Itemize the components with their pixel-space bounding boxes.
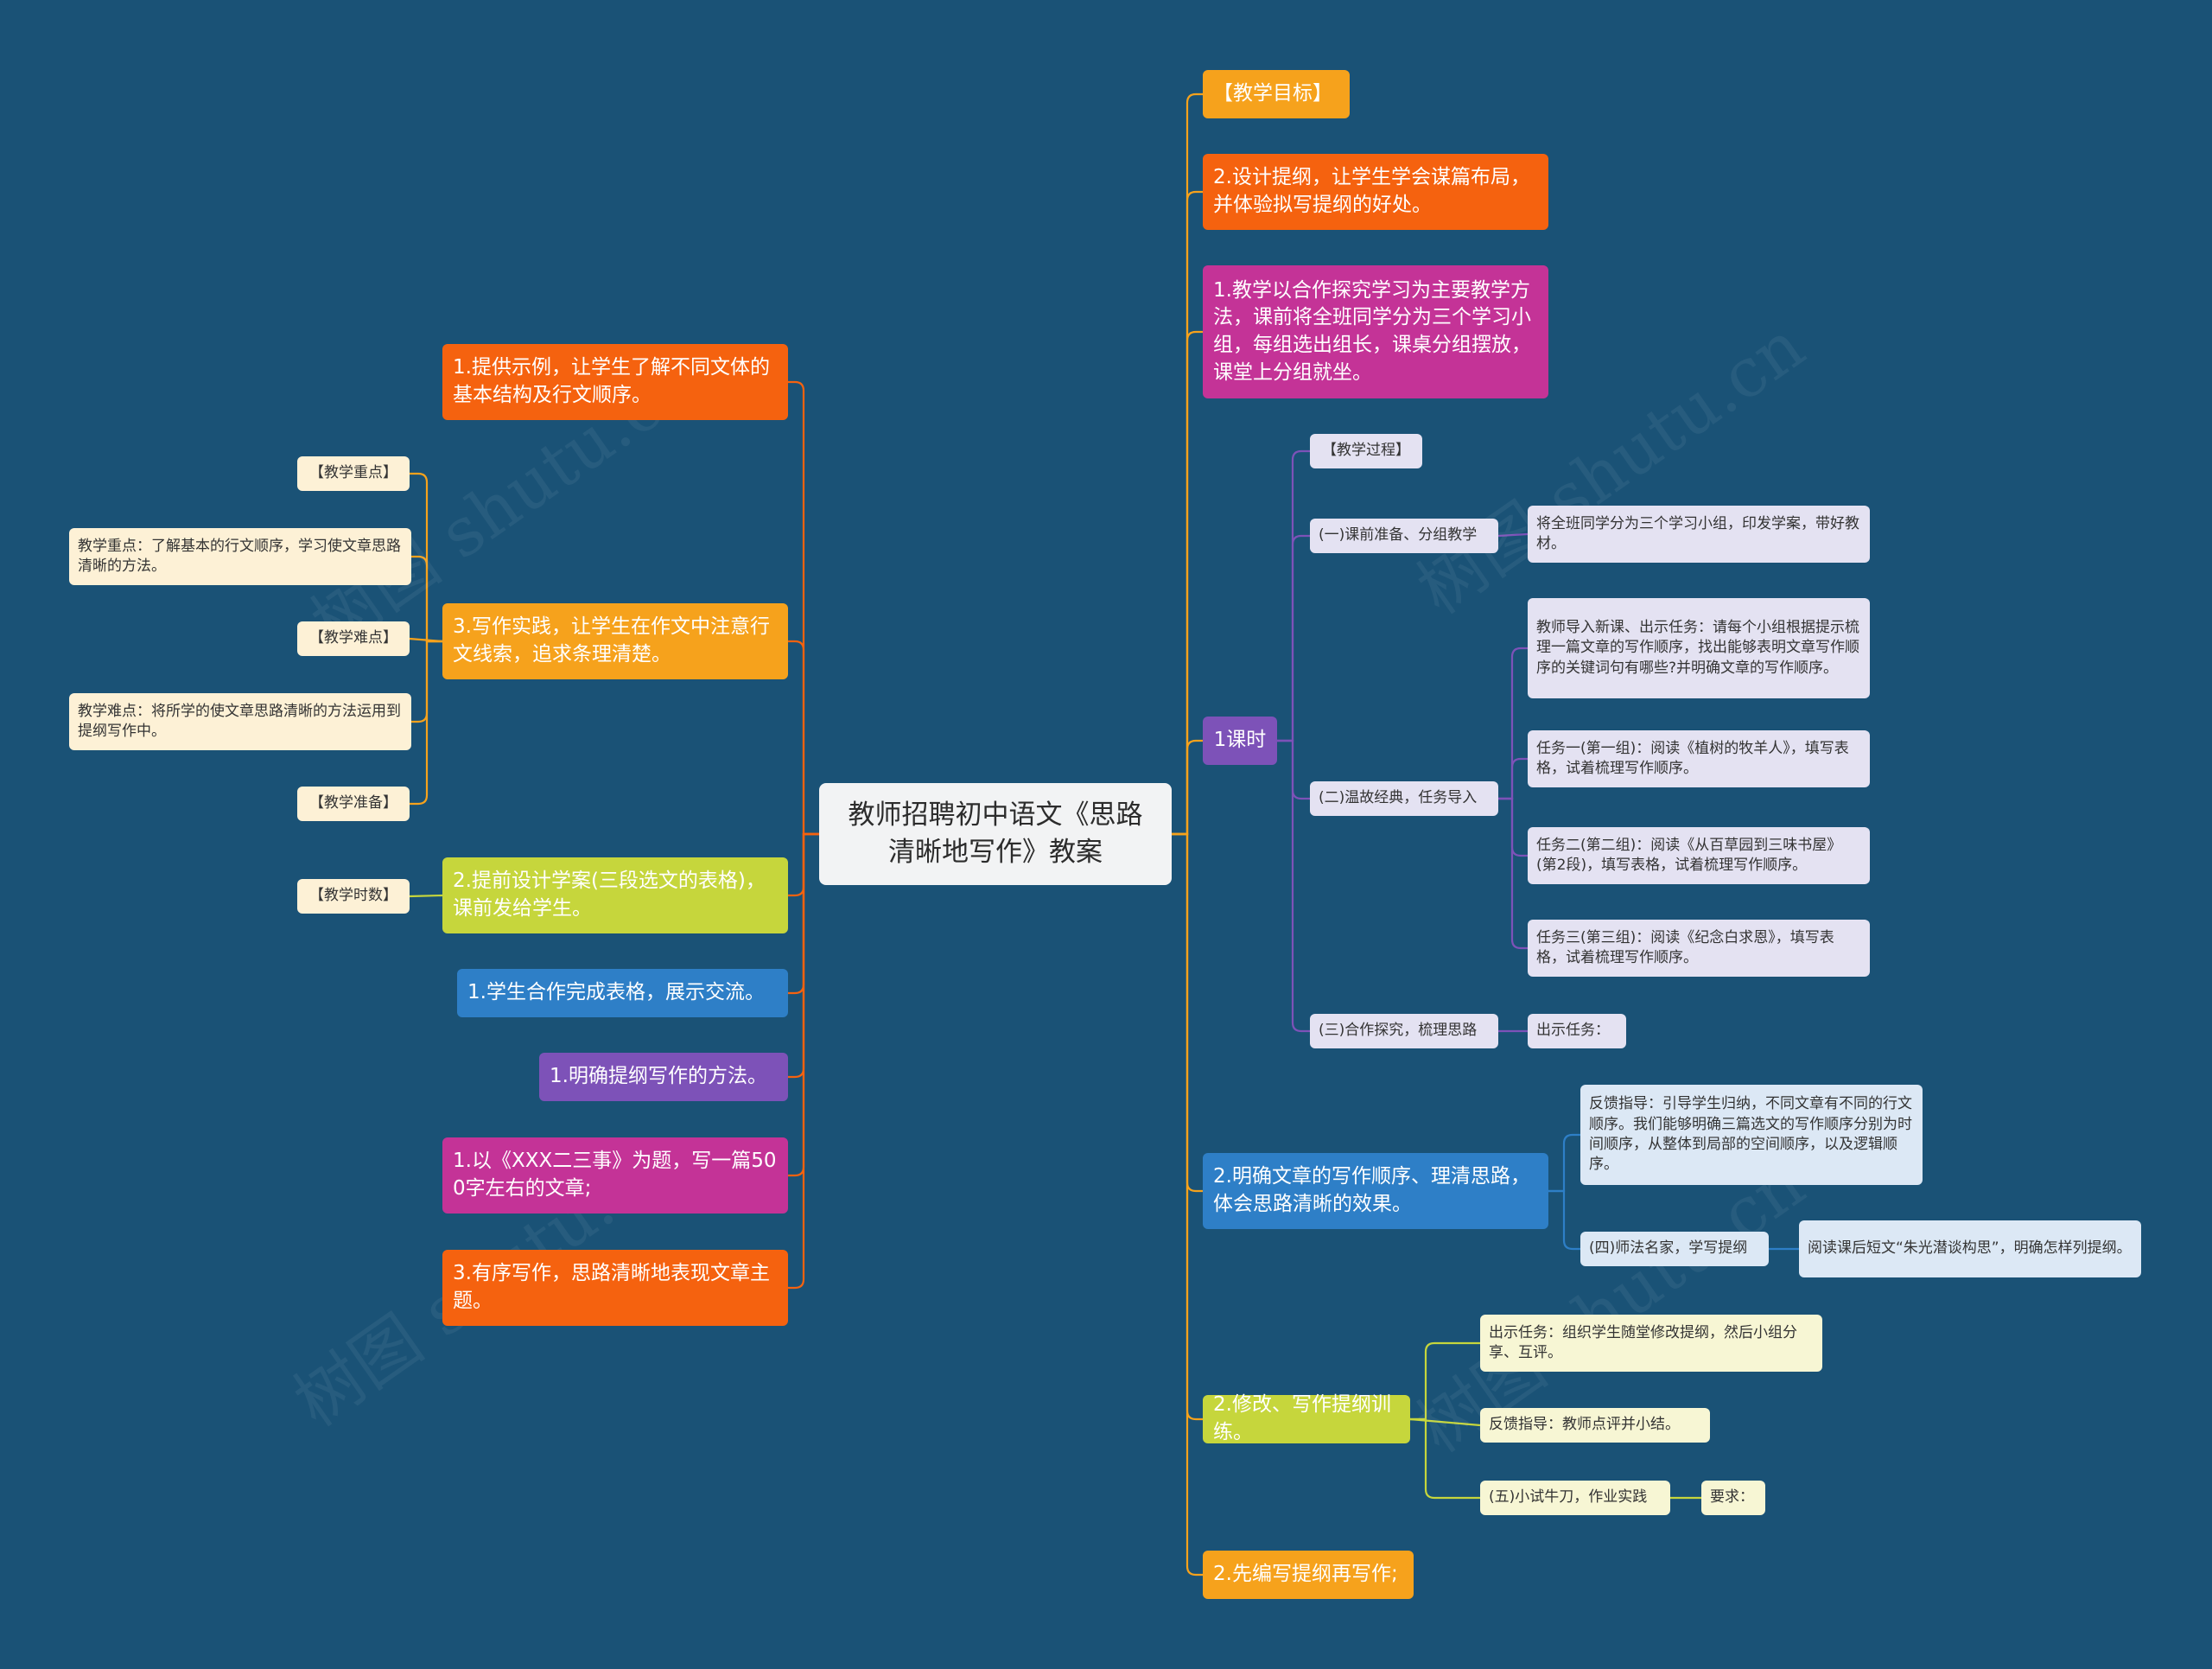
label-teaching-preparation[interactable]: 【教学准备】	[297, 787, 410, 821]
connector-line	[1277, 534, 1310, 742]
right-branch-cooperative-method[interactable]: 1.教学以合作探究学习为主要教学方法，课前将全班同学分为三个学习小组，每组选出组…	[1203, 265, 1548, 398]
connector-line	[1172, 832, 1203, 1577]
left-branch-worksheet[interactable]: 2.提前设计学案(三段选文的表格)，课前发给学生。	[442, 857, 788, 933]
requirements-label[interactable]: 要求：	[1701, 1481, 1765, 1515]
connector-line	[788, 380, 819, 836]
task-revise-outline[interactable]: 出示任务：组织学生随堂修改提纲，然后小组分享、互评。	[1480, 1315, 1822, 1372]
connector-line	[411, 555, 442, 643]
connector-line	[1548, 1189, 1580, 1251]
root-topic[interactable]: 教师招聘初中语文《思路清晰地写作》教案	[819, 783, 1172, 885]
step-one-detail[interactable]: 将全班同学分为三个学习小组，印发学案，带好教材。	[1528, 506, 1870, 563]
step-two-task-intro[interactable]: (二)温故经典，任务导入	[1310, 781, 1498, 816]
left-branch-ordered-writing[interactable]: 3.有序写作，思路清晰地表现文章主题。	[442, 1250, 788, 1326]
connector-line	[1172, 190, 1203, 836]
step-four-learn-outline[interactable]: (四)师法名家，学写提纲	[1580, 1232, 1769, 1266]
connector-line	[1498, 757, 1528, 800]
label-teaching-process[interactable]: 【教学过程】	[1310, 434, 1422, 468]
connector-line	[1277, 739, 1310, 1033]
label-teaching-difficulty[interactable]: 【教学难点】	[297, 621, 410, 656]
connector-line	[788, 832, 819, 1290]
teaching-difficulty-text[interactable]: 教学难点：将所学的使文章思路清晰的方法运用到提纲写作中。	[69, 693, 411, 750]
connector-line	[410, 640, 442, 806]
right-branch-one-lesson[interactable]: 1课时	[1203, 717, 1277, 765]
right-branch-writing-order[interactable]: 2.明确文章的写作顺序、理清思路，体会思路清晰的效果。	[1203, 1153, 1548, 1229]
left-branch-examples[interactable]: 1.提供示例，让学生了解不同文体的基本结构及行文顺序。	[442, 344, 788, 420]
connector-line	[1409, 1417, 1481, 1427]
feedback-writing-order[interactable]: 反馈指导：引导学生归纳，不同文章有不同的行文顺序。我们能够明确三篇选文的写作顺序…	[1580, 1085, 1923, 1185]
task-one-group-one[interactable]: 任务一(第一组)：阅读《植树的牧羊人》，填写表格，试着梳理写作顺序。	[1528, 730, 1870, 787]
right-branch-outline-first[interactable]: 2.先编写提纲再写作;	[1203, 1551, 1414, 1599]
label-teaching-hours[interactable]: 【教学时数】	[297, 879, 410, 914]
connector-line	[1172, 92, 1203, 836]
connector-line	[410, 472, 442, 643]
right-branch-revise-outline[interactable]: 2.修改、写作提纲训练。	[1203, 1393, 1410, 1443]
connector-line	[1498, 797, 1528, 950]
label-teaching-focus[interactable]: 【教学重点】	[297, 456, 410, 491]
teaching-focus-text[interactable]: 教学重点：了解基本的行文顺序，学习使文章思路清晰的方法。	[69, 528, 411, 585]
left-branch-essay-topic[interactable]: 1.以《XXX二三事》为题，写一篇500字左右的文章;	[442, 1137, 788, 1214]
connector-line	[1172, 330, 1203, 836]
connector-line	[788, 640, 819, 836]
right-branch-teaching-goals[interactable]: 【教学目标】	[1203, 70, 1350, 118]
step-three-show-task[interactable]: 出示任务：	[1528, 1014, 1626, 1048]
connector-line	[1277, 449, 1310, 742]
connector-line	[409, 894, 443, 898]
connector-line	[1172, 739, 1203, 836]
connector-line	[1410, 1341, 1480, 1421]
step-three-cooperative-inquiry[interactable]: (三)合作探究，梳理思路	[1310, 1014, 1498, 1048]
left-branch-outline-method[interactable]: 1.明确提纲写作的方法。	[539, 1053, 788, 1101]
feedback-teacher-summary[interactable]: 反馈指导：教师点评并小结。	[1480, 1408, 1710, 1443]
left-branch-cooperate-table[interactable]: 1.学生合作完成表格，展示交流。	[457, 969, 788, 1017]
left-branch-writing-practice[interactable]: 3.写作实践，让学生在作文中注意行文线索，追求条理清楚。	[442, 603, 788, 679]
right-branch-design-outline[interactable]: 2.设计提纲，让学生学会谋篇布局，并体验拟写提纲的好处。	[1203, 154, 1548, 230]
connector-line	[1410, 1417, 1480, 1500]
task-three-group-three[interactable]: 任务三(第三组)：阅读《纪念白求恩》，填写表格，试着梳理写作顺序。	[1528, 920, 1870, 977]
step-five-practice[interactable]: (五)小试牛刀，作业实践	[1480, 1481, 1670, 1515]
step-one-preparation[interactable]: (一)课前准备、分组教学	[1310, 519, 1498, 553]
step-two-teacher-intro[interactable]: 教师导入新课、出示任务：请每个小组根据提示梳理一篇文章的写作顺序，找出能够表明文…	[1528, 598, 1870, 698]
task-two-group-two[interactable]: 任务二(第二组)：阅读《从百草园到三味书屋》(第2段)，填写表格，试着梳理写作顺…	[1528, 827, 1870, 884]
connector-line	[1548, 1133, 1580, 1193]
connector-line	[1498, 647, 1528, 800]
connector-line	[1497, 532, 1529, 538]
read-zhu-guangqian[interactable]: 阅读课后短文“朱光潜谈构思”，明确怎样列提纲。	[1799, 1220, 2141, 1277]
